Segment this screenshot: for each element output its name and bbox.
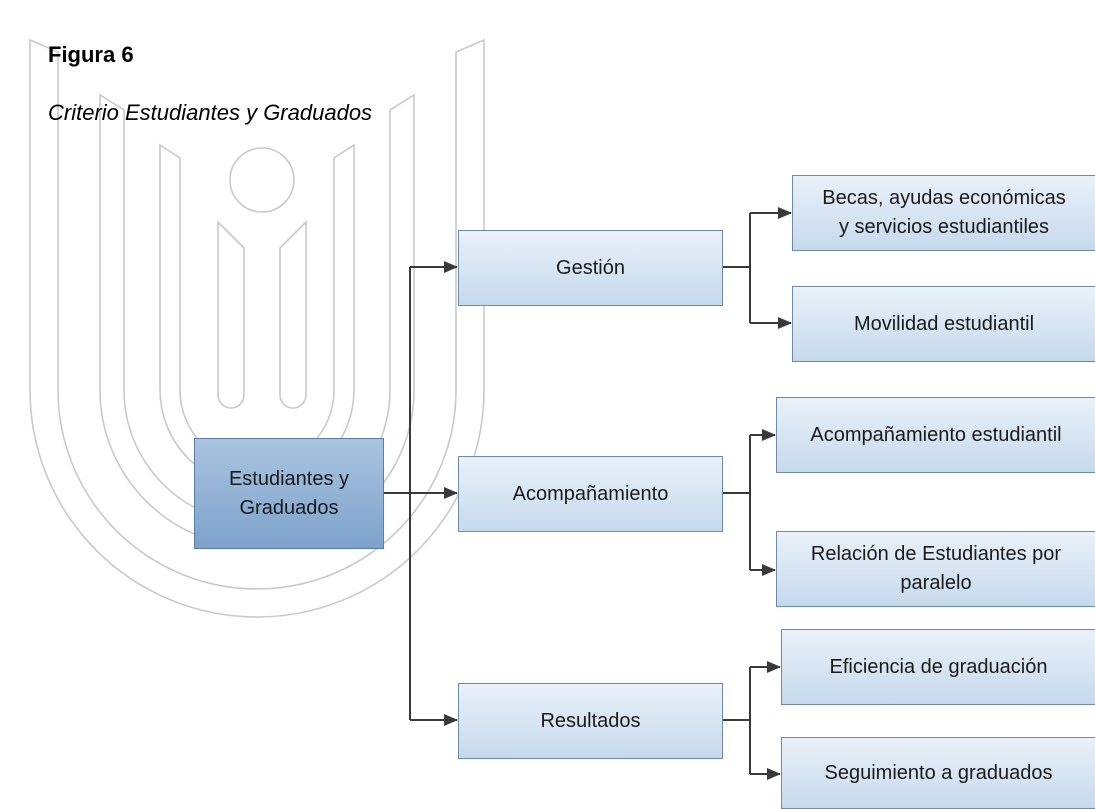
category-label: Acompañamiento — [512, 482, 669, 505]
category-node-resultados: Resultados — [458, 683, 723, 759]
leaf-node-becas: Becas, ayudas económicas y servicios est… — [792, 175, 1095, 251]
category-node-gestion: Gestión — [458, 230, 723, 306]
category-label: Gestión — [556, 256, 625, 279]
leaf-label: Relación de Estudiantes por paralelo — [810, 543, 1062, 594]
leaf-node-eficiencia: Eficiencia de graduación — [781, 629, 1095, 705]
category-node-acompanamiento: Acompañamiento — [458, 456, 723, 532]
leaf-label: Eficiencia de graduación — [829, 655, 1048, 678]
root-node-label: Estudiantes y Graduados — [228, 467, 350, 519]
leaf-label: Seguimiento a graduados — [824, 761, 1053, 784]
leaf-label: Acompañamiento estudiantil — [810, 423, 1062, 446]
leaf-node-relacion-estudiantes: Relación de Estudiantes por paralelo — [776, 531, 1095, 607]
figure-caption: Criterio Estudiantes y Graduados — [48, 100, 373, 125]
leaf-node-movilidad: Movilidad estudiantil — [792, 286, 1095, 362]
leaf-node-seguimiento: Seguimiento a graduados — [781, 737, 1095, 809]
leaf-label: Movilidad estudiantil — [853, 312, 1035, 335]
category-label: Resultados — [540, 709, 641, 732]
leaf-node-acompanamiento-estudiantil: Acompañamiento estudiantil — [776, 397, 1095, 473]
figure-label: Figura 6 — [48, 42, 134, 67]
leaf-label: Becas, ayudas económicas y servicios est… — [822, 187, 1066, 238]
root-node: Estudiantes y Graduados — [194, 438, 384, 549]
